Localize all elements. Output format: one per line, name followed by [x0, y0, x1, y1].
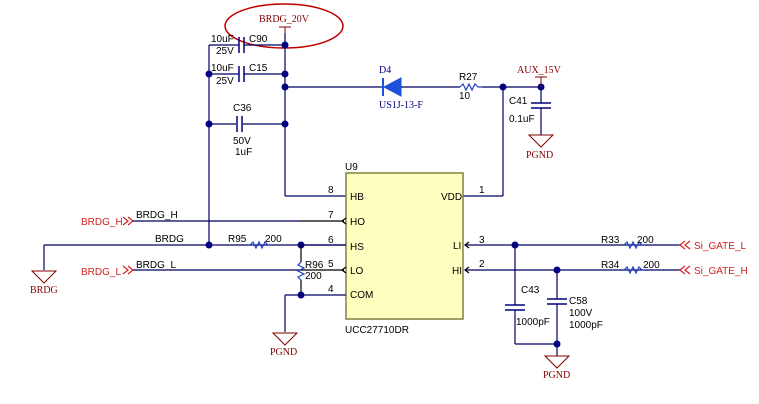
pin-name: HB	[350, 192, 364, 203]
pin-name: VDD	[441, 192, 462, 203]
brdg-ground-icon	[30, 270, 58, 284]
junction	[281, 70, 289, 78]
c43-ref: C43	[521, 285, 540, 296]
r95-ref: R95	[228, 234, 247, 245]
port-chevron-icon	[122, 216, 129, 226]
pgnd-symbol-icon	[527, 134, 555, 148]
c58-value: 1000pF	[569, 320, 603, 331]
power-label-brdg: BRDG	[30, 285, 58, 296]
r34-resistor-icon	[623, 265, 645, 275]
d4-part: US1J-13-F	[379, 100, 423, 111]
net-label-brdg-l: BRDG_L	[136, 260, 176, 271]
pin-num: 4	[328, 284, 334, 295]
pgnd-symbol-icon	[271, 332, 299, 346]
port-chevron-icon	[679, 240, 686, 250]
pgnd-symbol-icon	[543, 355, 571, 369]
junction	[281, 120, 289, 128]
pin-name: COM	[350, 290, 373, 301]
r96-ref: R96	[305, 260, 324, 271]
port-label: Si_GATE_L	[694, 241, 746, 252]
pin-input-arrow-icon	[464, 266, 470, 274]
pin-num: 5	[328, 259, 334, 270]
pin-output-arrow-icon	[341, 217, 347, 225]
c43-value: 1000pF	[516, 317, 550, 328]
d4-ref: D4	[379, 65, 391, 76]
junction	[553, 340, 561, 348]
net-label-brdg-h: BRDG_H	[136, 210, 178, 221]
junction	[205, 70, 213, 78]
junction	[281, 41, 289, 49]
pin-num: 1	[479, 185, 485, 196]
c36-ref: C36	[233, 103, 252, 114]
r96-value: 200	[305, 271, 322, 282]
c15-value: 10uF	[211, 63, 234, 74]
r27-ref: R27	[459, 72, 478, 83]
port-chevron-icon	[122, 265, 129, 275]
c90-ref: C90	[249, 34, 268, 45]
pin-name: LI	[453, 241, 461, 252]
pin-name: HO	[350, 217, 365, 228]
c41-ref: C41	[509, 96, 528, 107]
pin-num: 3	[479, 235, 485, 246]
junction	[205, 241, 213, 249]
c90-value: 10uF	[211, 34, 234, 45]
ic-ref: U9	[345, 162, 358, 173]
power-label-pgnd-2: PGND	[270, 347, 297, 358]
pin-num: 8	[328, 185, 334, 196]
ic-u9-body	[345, 172, 464, 320]
c15-voltage: 25V	[216, 76, 234, 87]
pin-input-arrow-icon	[464, 241, 470, 249]
c58-ref: C58	[569, 296, 588, 307]
net-label-brdg: BRDG	[155, 234, 184, 245]
r33-resistor-icon	[623, 240, 645, 250]
pin-num: 2	[479, 259, 485, 270]
r33-value: 200	[637, 235, 654, 246]
junction	[205, 120, 213, 128]
r27-value: 10	[459, 91, 471, 102]
port-chevron-icon	[684, 265, 691, 275]
net-port-si-gate-l[interactable]: Si_GATE_L	[679, 240, 746, 252]
r34-value: 200	[643, 260, 660, 271]
ic-pin-ho: 7 HO	[300, 210, 365, 228]
ic-pin-vdd: 1 VDD	[441, 185, 485, 203]
ic-pin-hb: 8 HB	[328, 185, 364, 203]
ic-pin-lo: 5 LO	[300, 259, 364, 277]
power-label-aux-15v: AUX_15V	[517, 65, 562, 76]
power-label-brdg-20v: BRDG_20V	[259, 14, 310, 25]
c41-value: 0.1uF	[509, 114, 535, 125]
pin-name: HI	[452, 266, 462, 277]
highlight-oval	[224, 3, 344, 49]
power-label-pgnd-3: PGND	[543, 370, 570, 381]
c36-value: 1uF	[235, 147, 252, 158]
d4-diode-icon	[382, 77, 402, 97]
pin-name: LO	[350, 266, 364, 277]
ic-pin-com: 4 COM	[328, 284, 373, 301]
power-label-pgnd-1: PGND	[526, 150, 553, 161]
ic-pin-hs: 6 HS	[328, 235, 364, 253]
port-chevron-icon	[684, 240, 691, 250]
pin-num: 7	[328, 210, 334, 221]
pin-num: 6	[328, 235, 334, 246]
pin-name: HS	[350, 242, 364, 253]
r95-resistor-icon	[249, 240, 271, 250]
r96-resistor-icon	[296, 261, 306, 281]
r27-resistor-icon	[459, 82, 482, 92]
c90-voltage: 25V	[216, 46, 234, 57]
r34-ref: R34	[601, 260, 620, 271]
c58-voltage: 100V	[569, 308, 593, 319]
port-chevron-icon	[679, 265, 686, 275]
r33-ref: R33	[601, 235, 620, 246]
net-port-brdg-l[interactable]: BRDG_L	[81, 265, 134, 278]
c15-ref: C15	[249, 63, 268, 74]
r95-value: 200	[265, 234, 282, 245]
c36-voltage: 50V	[233, 136, 251, 147]
net-port-brdg-h[interactable]: BRDG_H	[81, 216, 134, 228]
port-label: BRDG_L	[81, 267, 121, 278]
port-label: Si_GATE_H	[694, 266, 748, 277]
net-port-si-gate-h[interactable]: Si_GATE_H	[679, 265, 748, 277]
pin-output-arrow-icon	[341, 266, 347, 274]
ic-part: UCC27710DR	[345, 325, 409, 336]
port-label: BRDG_H	[81, 217, 123, 228]
